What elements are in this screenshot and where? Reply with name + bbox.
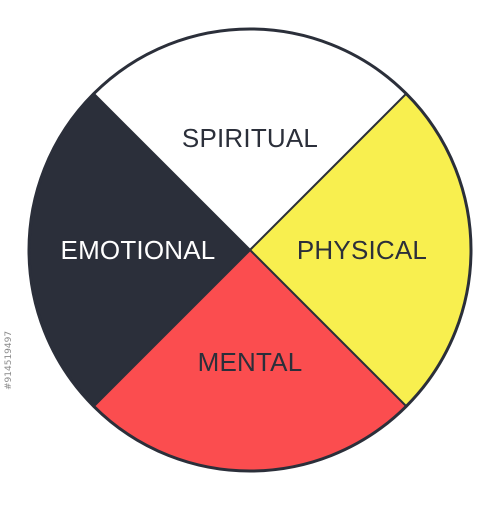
wheel-outline [27, 27, 473, 473]
label-emotional: EMOTIONAL [61, 235, 216, 265]
label-physical: PHYSICAL [297, 235, 427, 265]
watermark-id: #914519497 [4, 330, 14, 390]
label-spiritual: SPIRITUAL [182, 123, 318, 153]
wheel-labels: SPIRITUAL PHYSICAL MENTAL EMOTIONAL [61, 123, 427, 377]
label-mental: MENTAL [198, 347, 303, 377]
